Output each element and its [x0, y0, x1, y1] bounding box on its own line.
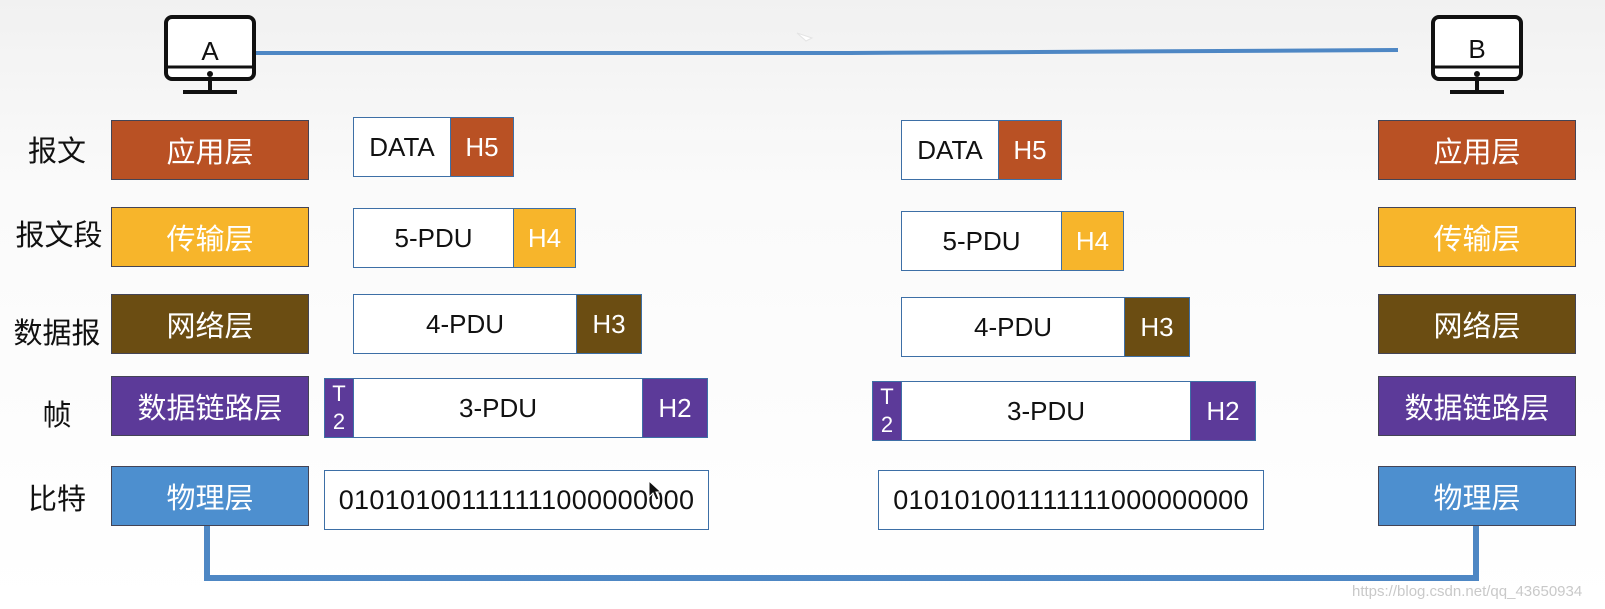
monitor-icon	[1431, 15, 1523, 94]
right-network-header-h3: H3	[1124, 297, 1190, 357]
left-app-header-h5: H5	[450, 117, 514, 177]
trailer-2: 2	[332, 409, 346, 434]
top-link-line	[247, 48, 1399, 55]
unit-label-frame: 帧	[42, 398, 72, 432]
right-physical-layer: 物理层	[1378, 466, 1576, 526]
right-link-layer: 数据链路层	[1378, 376, 1576, 436]
left-network-layer: 网络层	[111, 294, 309, 354]
right-link-data: 3-PDU	[901, 381, 1191, 441]
left-physical-layer: 物理层	[111, 466, 309, 526]
trailer-2: 2	[880, 412, 894, 437]
monitor-icon	[164, 15, 256, 94]
unit-label-message: 报文	[27, 134, 86, 168]
left-transport-layer: 传输层	[111, 207, 309, 267]
right-application-layer: 应用层	[1378, 120, 1576, 180]
unit-label-datagram: 数据报	[13, 316, 101, 350]
right-link-trailer-t2: T 2	[872, 381, 902, 441]
right-bit-stream: 010101001111111000000000	[878, 470, 1264, 530]
left-link-layer: 数据链路层	[111, 376, 309, 436]
left-bit-stream: 010101001111111000000000	[324, 470, 709, 530]
host-b-label: B	[1468, 34, 1486, 64]
right-network-layer: 网络层	[1378, 294, 1576, 354]
unit-label-segment: 报文段	[15, 218, 103, 252]
left-transport-header-h4: H4	[513, 208, 576, 268]
left-link-trailer-t2: T 2	[324, 378, 354, 438]
host-a-label: A	[201, 36, 219, 66]
right-transport-layer: 传输层	[1378, 207, 1576, 267]
physical-link-line	[204, 519, 1479, 581]
arrow-icon	[796, 32, 814, 42]
right-transport-header-h4: H4	[1061, 211, 1124, 271]
right-transport-data: 5-PDU	[901, 211, 1062, 271]
right-link-header-h2: H2	[1190, 381, 1256, 441]
watermark-url: https://blog.csdn.net/qq_43650934	[1352, 583, 1583, 600]
right-app-header-h5: H5	[998, 120, 1062, 180]
left-app-data: DATA	[353, 117, 451, 177]
right-network-data: 4-PDU	[901, 297, 1125, 357]
cursor-icon	[648, 480, 663, 501]
left-link-header-h2: H2	[642, 378, 708, 438]
left-network-header-h3: H3	[576, 294, 642, 354]
trailer-t: T	[332, 381, 346, 406]
unit-label-bit: 比特	[27, 482, 86, 516]
left-link-data: 3-PDU	[353, 378, 643, 438]
right-app-data: DATA	[901, 120, 999, 180]
host-b: B	[1430, 14, 1524, 96]
trailer-t: T	[880, 384, 894, 409]
host-a: A	[163, 14, 257, 96]
left-transport-data: 5-PDU	[353, 208, 514, 268]
left-application-layer: 应用层	[111, 120, 309, 180]
left-network-data: 4-PDU	[353, 294, 577, 354]
